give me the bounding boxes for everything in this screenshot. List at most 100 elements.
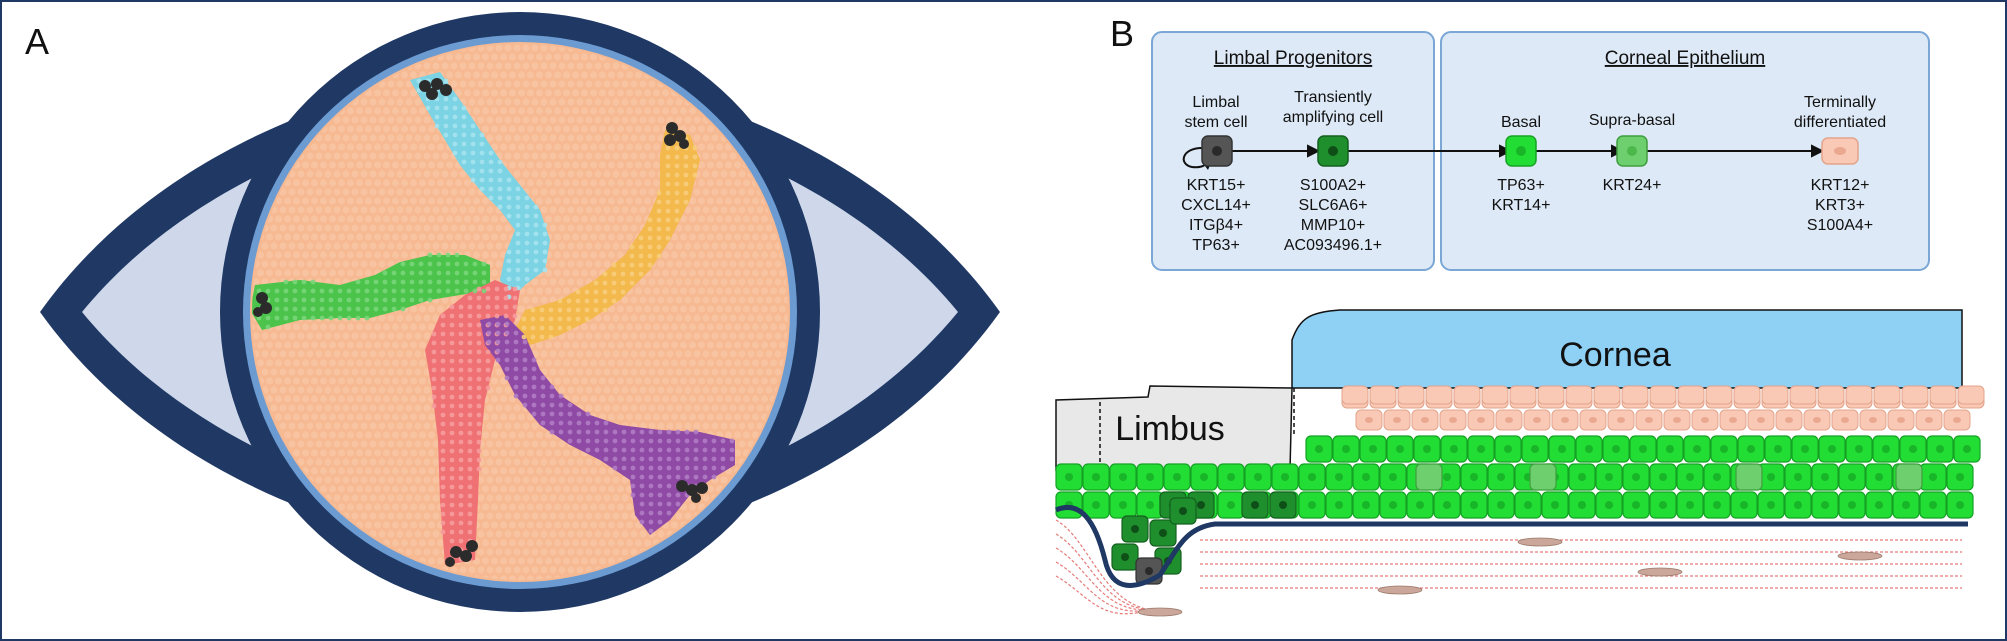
tissue-spot xyxy=(459,62,467,70)
tissue-spot xyxy=(355,269,364,277)
tissue-spot xyxy=(342,152,350,160)
tissue-spot xyxy=(292,197,301,205)
tissue-spot xyxy=(679,413,688,421)
cluster-spot xyxy=(665,154,671,160)
tissue-spot xyxy=(387,80,395,88)
cluster-spot xyxy=(409,288,415,294)
tissue-spot xyxy=(369,386,377,394)
tissue-spot xyxy=(562,539,571,547)
tissue-spot xyxy=(688,341,697,349)
tissue-spot xyxy=(310,323,319,331)
cluster-spot xyxy=(467,439,473,445)
tissue-spot xyxy=(657,332,665,340)
cluster-spot xyxy=(494,286,500,292)
tissue-spot xyxy=(436,305,445,313)
tissue-spot xyxy=(666,242,674,250)
tissue-spot xyxy=(333,476,341,484)
tissue-spot xyxy=(751,359,760,367)
tissue-spot xyxy=(742,305,751,313)
tissue-spot xyxy=(333,224,341,232)
tissue-spot xyxy=(297,368,305,376)
tissue-spot xyxy=(351,404,359,412)
tissue-spot xyxy=(301,179,310,187)
tissue-spot xyxy=(607,377,616,385)
tissue-spot xyxy=(576,242,584,250)
tissue-spot xyxy=(571,197,580,205)
tissue-spot xyxy=(418,503,427,511)
tissue-spot xyxy=(666,350,674,358)
tissue-spot xyxy=(549,548,557,556)
tissue-spot xyxy=(472,107,481,115)
tissue-spot xyxy=(409,161,418,169)
tissue-spot xyxy=(540,188,548,196)
tissue-spot xyxy=(432,512,440,520)
tissue-spot xyxy=(679,395,688,403)
tissue-spot xyxy=(589,161,598,169)
tissue-spot xyxy=(414,386,422,394)
cell-nucleus xyxy=(1477,445,1485,453)
tissue-spot xyxy=(594,116,602,124)
tissue-spot xyxy=(414,188,422,196)
tissue-spot xyxy=(387,422,395,430)
tissue-spot xyxy=(364,197,373,205)
cluster-spot xyxy=(476,403,482,409)
tissue-spot xyxy=(670,233,679,241)
cluster-spot xyxy=(454,252,460,258)
cluster-spot xyxy=(467,421,473,427)
cluster-spot xyxy=(647,235,653,241)
tissue-spot xyxy=(445,179,454,187)
tissue-spot xyxy=(643,107,652,115)
tissue-spot xyxy=(337,377,346,385)
tissue-spot xyxy=(423,422,431,430)
tissue-spot xyxy=(378,368,386,376)
tissue-spot xyxy=(319,395,328,403)
tissue-spot xyxy=(643,143,652,151)
cluster-spot xyxy=(513,339,519,345)
cluster-spot xyxy=(513,366,519,372)
tissue-spot xyxy=(513,440,521,448)
cluster-spot xyxy=(495,339,501,345)
tissue-spot xyxy=(729,152,737,160)
cluster-spot xyxy=(458,493,464,499)
tissue-spot xyxy=(297,224,305,232)
tissue-spot xyxy=(612,314,620,322)
tissue-spot xyxy=(589,251,598,259)
cluster-spot xyxy=(531,402,537,408)
cluster-spot xyxy=(431,385,437,391)
tissue-spot xyxy=(459,188,467,196)
tissue-spot xyxy=(616,233,625,241)
tissue-spot xyxy=(702,386,710,394)
cluster-spot xyxy=(639,483,645,489)
tissue-spot xyxy=(544,341,553,349)
tissue-spot xyxy=(328,395,337,403)
cluster-spot xyxy=(674,154,680,160)
cluster-spot xyxy=(566,325,572,331)
tissue-spot xyxy=(585,458,593,466)
tissue-spot xyxy=(594,332,602,340)
tissue-spot xyxy=(423,512,431,520)
cluster-spot xyxy=(515,213,521,219)
tissue-spot xyxy=(310,215,319,223)
tissue-spot xyxy=(517,125,526,133)
tissue-spot xyxy=(526,485,535,493)
cluster-spot xyxy=(364,315,370,321)
tissue-spot xyxy=(760,215,769,223)
cluster-spot xyxy=(648,447,654,453)
tissue-spot xyxy=(693,116,701,124)
cluster-spot xyxy=(461,141,467,147)
cluster-spot xyxy=(440,385,446,391)
tissue-spot xyxy=(643,539,652,547)
tissue-spot xyxy=(333,350,341,358)
cluster-spot xyxy=(449,484,455,490)
tissue-spot xyxy=(355,143,364,151)
cluster-spot xyxy=(467,475,473,481)
cluster-spot xyxy=(301,306,307,312)
tissue-spot xyxy=(639,404,647,412)
cluster-spot xyxy=(467,367,473,373)
tissue-spot xyxy=(364,179,373,187)
tissue-spot xyxy=(306,368,314,376)
tissue-spot xyxy=(324,350,332,358)
tissue-spot xyxy=(396,332,404,340)
tissue-spot xyxy=(598,323,607,331)
tissue-spot xyxy=(553,521,562,529)
